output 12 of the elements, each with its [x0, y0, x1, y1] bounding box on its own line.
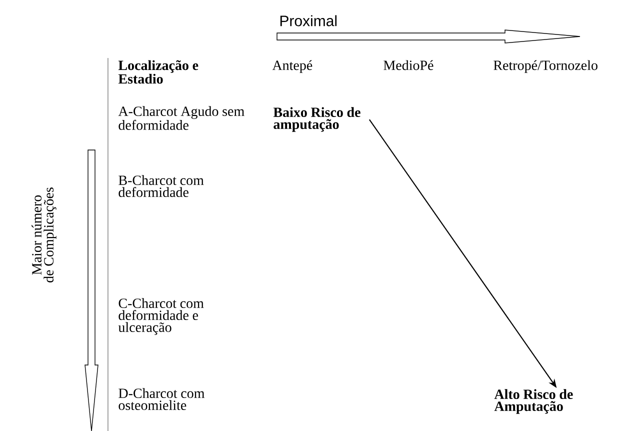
- table-text: C-Charcot com deformidade e ulceração: [118, 298, 204, 335]
- table-text: B-Charcot com deformidade: [118, 175, 204, 198]
- axis-label: Proximal: [280, 15, 337, 26]
- axis-label: Maior número de Complicações: [32, 188, 56, 282]
- table-text: MedioPé: [384, 60, 434, 70]
- table-text: A-Charcot Agudo sem deformidade: [118, 106, 244, 130]
- table-text: D-Charcot com osteomielite: [118, 388, 205, 410]
- table-text: Retropé/Tornozelo: [494, 60, 598, 73]
- risk-text: Baixo Risco de amputação: [273, 107, 360, 132]
- risk-text: Alto Risco de Amputação: [494, 389, 573, 414]
- table-text: Antepé: [272, 60, 312, 73]
- column-header: Localização e Estadio: [118, 60, 198, 84]
